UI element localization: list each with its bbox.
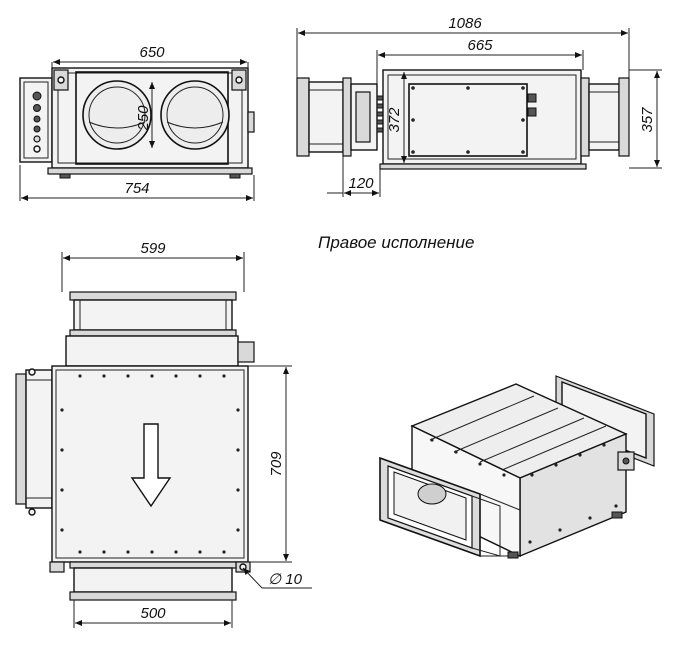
dim-side-overall-length: 1086 bbox=[448, 15, 482, 32]
side-terminals bbox=[376, 95, 384, 133]
side-screws bbox=[411, 86, 525, 154]
iso-screws bbox=[430, 438, 618, 544]
dim-front-overall-width: 754 bbox=[124, 180, 149, 197]
top-screws bbox=[60, 374, 240, 554]
side-left-flange bbox=[296, 77, 310, 157]
dim-side-flange-length: 120 bbox=[348, 175, 374, 192]
isometric-view bbox=[379, 375, 655, 559]
side-view: 1086 665 372 357 120 bbox=[296, 15, 662, 197]
dim-mount-hole: ∅ 10 bbox=[268, 571, 303, 588]
airflow-arrow-icon bbox=[130, 423, 172, 508]
front-outlet-circle bbox=[160, 80, 230, 150]
dim-side-overall-height: 357 bbox=[639, 107, 656, 133]
dim-side-body-height: 372 bbox=[386, 107, 403, 133]
dim-side-body-length: 665 bbox=[467, 37, 493, 54]
side-body bbox=[382, 69, 582, 165]
dim-front-width: 650 bbox=[139, 44, 165, 61]
front-panel-buttons bbox=[32, 91, 42, 153]
dim-top-body-depth: 709 bbox=[268, 451, 285, 477]
dim-top-inlet-width: 599 bbox=[140, 240, 166, 257]
top-inlet-flange bbox=[69, 291, 237, 301]
dim-top-outlet-width: 500 bbox=[140, 605, 166, 622]
dim-front-circle-height: 250 bbox=[135, 105, 152, 132]
caption-right-version: Правое исполнение bbox=[318, 233, 474, 252]
top-view: 599 709 500 ∅ 10 bbox=[15, 240, 312, 628]
front-view: 650 250 754 bbox=[19, 44, 255, 201]
